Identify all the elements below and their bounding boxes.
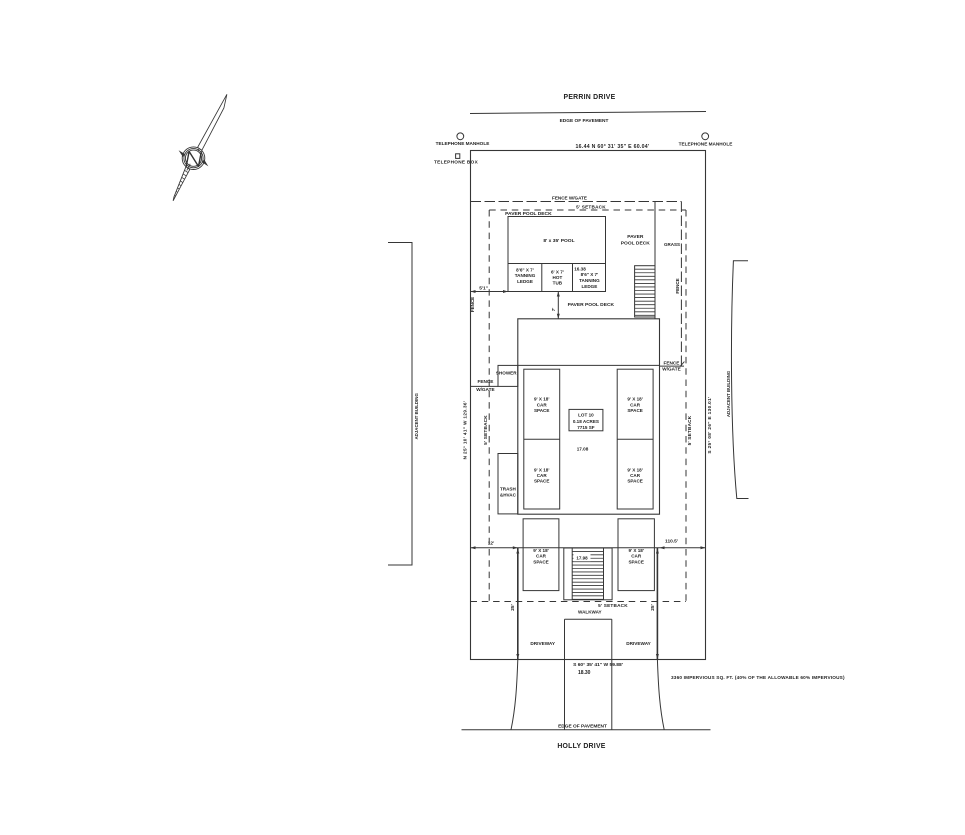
svg-text:17.08: 17.08 <box>577 446 589 451</box>
svg-text:16.38: 16.38 <box>574 266 586 271</box>
svg-text:SPACE: SPACE <box>627 408 643 413</box>
svg-text:CAR: CAR <box>630 402 641 407</box>
svg-text:8'6" X 7': 8'6" X 7' <box>581 272 599 277</box>
svg-text:9' X 18': 9' X 18' <box>533 548 548 553</box>
svg-text:POOL DECK: POOL DECK <box>621 241 650 247</box>
svg-text:W/GATE: W/GATE <box>476 387 494 392</box>
svg-text:110.5': 110.5' <box>665 538 678 544</box>
svg-text:5' SETBACK: 5' SETBACK <box>483 415 488 445</box>
svg-text:SPACE: SPACE <box>533 559 549 564</box>
svg-text:5' SETBACK: 5' SETBACK <box>687 415 692 445</box>
svg-text:CAR: CAR <box>537 473 548 478</box>
svg-text:TELEPHONE MANHOLE: TELEPHONE MANHOLE <box>679 141 733 146</box>
svg-text:TANNING: TANNING <box>515 273 536 278</box>
svg-text:5' SETBACK: 5' SETBACK <box>576 204 606 209</box>
svg-text:6' X 7': 6' X 7' <box>551 270 564 275</box>
svg-text:25': 25' <box>510 604 516 610</box>
svg-text:9' X 18': 9' X 18' <box>628 548 643 553</box>
svg-text:W/GATE: W/GATE <box>662 367 680 372</box>
svg-text:S 60° 35' 41" W 59.88': S 60° 35' 41" W 59.88' <box>573 662 623 668</box>
svg-text:TANNING: TANNING <box>579 278 600 283</box>
svg-text:LEDGE: LEDGE <box>581 284 597 289</box>
svg-text:ADJACENT BUILDING: ADJACENT BUILDING <box>414 393 419 440</box>
svg-text:S 25° 08' 26" E 130.01': S 25° 08' 26" E 130.01' <box>707 396 712 453</box>
svg-text:9' X 18': 9' X 18' <box>534 467 549 472</box>
svg-text:8' x 35' POOL: 8' x 35' POOL <box>543 238 574 244</box>
svg-text:25': 25' <box>650 604 656 610</box>
svg-text:ADJACENT BUILDING: ADJACENT BUILDING <box>726 370 731 417</box>
svg-text:12': 12' <box>488 540 494 546</box>
svg-text:LOT 10: LOT 10 <box>578 413 594 418</box>
svg-text:8'6" X 7': 8'6" X 7' <box>516 267 534 272</box>
svg-text:5' SETBACK: 5' SETBACK <box>598 603 628 608</box>
svg-text:0.18 ACRES: 0.18 ACRES <box>573 419 599 424</box>
svg-text:FENCE: FENCE <box>477 379 493 384</box>
svg-text:SPACE: SPACE <box>534 408 550 413</box>
svg-text:SPACE: SPACE <box>534 479 550 484</box>
svg-text:PAVER POOL DECK: PAVER POOL DECK <box>568 302 615 308</box>
svg-text:FENCE: FENCE <box>664 360 680 365</box>
svg-text:17.98: 17.98 <box>576 555 588 560</box>
svg-text:CAR: CAR <box>536 554 547 559</box>
svg-text:SPACE: SPACE <box>628 559 644 564</box>
svg-text:TELEPHONE BOX: TELEPHONE BOX <box>434 159 479 164</box>
svg-text:18.30: 18.30 <box>578 670 591 676</box>
svg-text:&HVAC: &HVAC <box>500 492 517 497</box>
svg-text:HOT: HOT <box>553 275 563 280</box>
svg-text:9' X 18': 9' X 18' <box>627 467 642 472</box>
svg-text:CAR: CAR <box>630 473 641 478</box>
svg-text:DRIVEWAY: DRIVEWAY <box>530 641 555 646</box>
svg-text:5'1": 5'1" <box>479 285 488 291</box>
svg-text:FENCE W/GATE: FENCE W/GATE <box>552 196 587 201</box>
svg-text:SHOWER: SHOWER <box>496 371 517 376</box>
svg-text:FENCE: FENCE <box>470 297 475 312</box>
svg-text:PERRIN DRIVE: PERRIN DRIVE <box>563 94 615 101</box>
svg-text:CAR: CAR <box>631 554 642 559</box>
svg-text:PAVER: PAVER <box>627 234 644 240</box>
svg-text:7715 SF: 7715 SF <box>577 425 595 430</box>
svg-text:SPACE: SPACE <box>627 479 643 484</box>
svg-text:TUB: TUB <box>553 281 563 286</box>
svg-text:CAR: CAR <box>537 402 548 407</box>
svg-text:7': 7' <box>551 308 556 312</box>
svg-text:EDGE OF PAVEMENT: EDGE OF PAVEMENT <box>558 724 607 730</box>
svg-text:LEDGE: LEDGE <box>517 279 533 284</box>
svg-text:9' X 18': 9' X 18' <box>627 397 642 402</box>
svg-text:TRASH: TRASH <box>500 486 517 491</box>
svg-text:DRIVEWAY: DRIVEWAY <box>626 641 651 646</box>
svg-text:PAVER POOL DECK: PAVER POOL DECK <box>505 211 552 217</box>
svg-text:HOLLY DRIVE: HOLLY DRIVE <box>557 743 605 750</box>
svg-text:WALKWAY: WALKWAY <box>578 610 602 615</box>
svg-text:3360 IMPERVIOUS SQ. FT. (40% O: 3360 IMPERVIOUS SQ. FT. (40% OF THE ALLO… <box>671 675 845 680</box>
svg-text:9' X 18': 9' X 18' <box>534 397 549 402</box>
svg-text:FENCE: FENCE <box>675 278 680 293</box>
svg-text:EDGE OF PAVEMENT: EDGE OF PAVEMENT <box>560 118 609 124</box>
svg-text:16.44 N 60° 31' 35" E: 16.44 N 60° 31' 35" E 60.04' <box>576 144 650 150</box>
svg-text:GRASS: GRASS <box>664 242 680 247</box>
svg-text:N 25° 10' 41" W 129.36': N 25° 10' 41" W 129.36' <box>463 401 468 460</box>
svg-text:TELEPHONE MANHOLE: TELEPHONE MANHOLE <box>436 141 490 146</box>
